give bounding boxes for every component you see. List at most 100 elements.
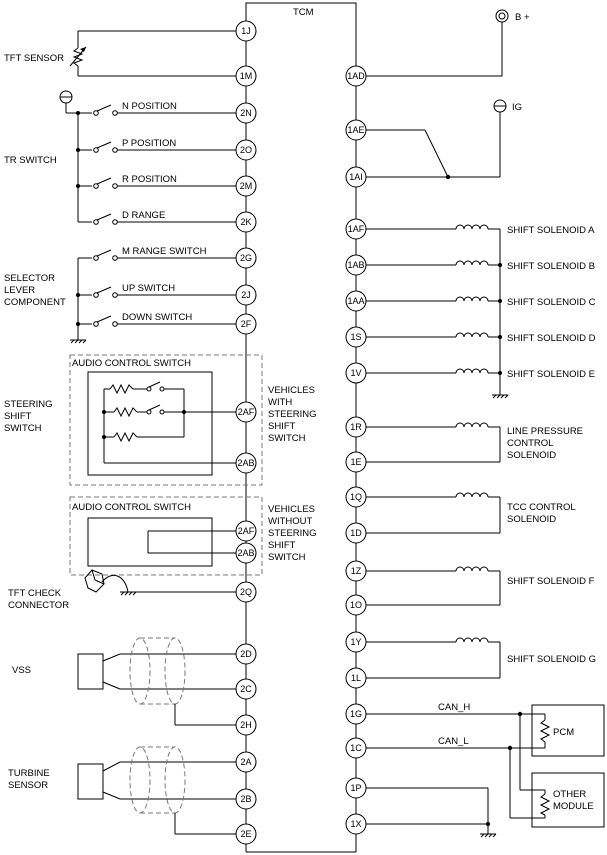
left-pin-11-label: 2AF bbox=[238, 526, 255, 536]
left-pin-5: 2K bbox=[235, 211, 257, 233]
left-pin-15-label: 2C bbox=[240, 684, 252, 694]
selector-lever-label-3: COMPONENT bbox=[4, 297, 66, 308]
other-module-label-2: MODULE bbox=[553, 801, 594, 812]
shift-solenoid-g-label-1: SHIFT SOLENOID G bbox=[507, 654, 596, 665]
line-pressure-solenoid-label-3: SOLENOID bbox=[507, 450, 556, 461]
right-pin-16: 1G bbox=[345, 703, 367, 725]
solenoid-wiring: SHIFT SOLENOID A SHIFT SOLENOID B SHIFT SO… bbox=[366, 224, 596, 679]
shift-solenoid-a: SHIFT SOLENOID A bbox=[366, 224, 595, 236]
right-pin-4-label: 1AB bbox=[347, 260, 364, 270]
left-pin-8: 2F bbox=[235, 313, 257, 335]
left-pin-4-label: 2M bbox=[240, 181, 253, 191]
shift-solenoid-f: SHIFT SOLENOID F bbox=[366, 566, 595, 606]
steering-shift-label-2: SHIFT bbox=[4, 411, 32, 422]
shift-solenoid-d: SHIFT SOLENOID D bbox=[366, 332, 596, 344]
selector-lever-label-1: SELECTOR bbox=[4, 273, 55, 284]
right-pin-8: 1R bbox=[345, 416, 367, 438]
shift-solenoid-f-label-1: SHIFT SOLENOID F bbox=[507, 576, 595, 587]
tcm-title: TCM bbox=[293, 7, 314, 18]
other-module-label-1: OTHER bbox=[553, 789, 586, 800]
switch-label-up-switch: UP SWITCH bbox=[122, 283, 175, 294]
left-pin-18-label: 2B bbox=[240, 794, 251, 804]
right-pin-0-label: 1AD bbox=[347, 71, 365, 81]
left-pin-10: 2AB bbox=[235, 452, 257, 474]
right-pin-18: 1P bbox=[345, 777, 367, 799]
shift-solenoid-a-label: SHIFT SOLENOID A bbox=[507, 225, 595, 236]
tcc-control-solenoid-label-1: TCC CONTROL bbox=[507, 502, 576, 513]
left-pin-9: 2AF bbox=[235, 401, 257, 423]
left-pin-6-label: 2G bbox=[240, 253, 252, 263]
tr-switch: TR SWITCH bbox=[4, 90, 92, 222]
left-pin-11: 2AF bbox=[235, 520, 257, 542]
vehicles-without-label-4: SHIFT bbox=[268, 540, 296, 551]
vehicles-without-label-5: SWITCH bbox=[268, 552, 306, 563]
left-pin-4: 2M bbox=[235, 175, 257, 197]
pcm-label: PCM bbox=[553, 727, 574, 738]
shift-solenoid-c-label: SHIFT SOLENOID C bbox=[507, 297, 596, 308]
left-pin-15: 2C bbox=[235, 678, 257, 700]
vehicles-with-label-1: VEHICLES bbox=[268, 385, 315, 396]
right-pin-13-label: 1O bbox=[350, 600, 362, 610]
right-pin-1: 1AE bbox=[345, 119, 367, 141]
left-pin-14: 2D bbox=[235, 643, 257, 665]
left-pin-19: 2E bbox=[235, 823, 257, 845]
turbine-label-1: TURBINE bbox=[8, 768, 50, 779]
switch-label-n-position: N POSITION bbox=[122, 101, 177, 112]
left-pin-8-label: 2F bbox=[241, 319, 252, 329]
switch-up-switch: UP SWITCH bbox=[78, 283, 175, 298]
right-pin-0: 1AD bbox=[345, 65, 367, 87]
right-pin-18-label: 1P bbox=[350, 783, 361, 793]
vehicles-with-label-5: SWITCH bbox=[268, 433, 306, 444]
left-pin-6: 2G bbox=[235, 247, 257, 269]
switch-label-down-switch: DOWN SWITCH bbox=[122, 312, 192, 323]
switch-label-d-range: D RANGE bbox=[122, 210, 165, 221]
left-pin-7-label: 2J bbox=[241, 290, 251, 300]
left-pin-13: 2Q bbox=[235, 581, 257, 603]
steering-shift-switch: AUDIO CONTROL SWITCH STEERING SHIFT SWIT… bbox=[4, 354, 317, 486]
tcc-control-solenoid-label-2: SOLENOID bbox=[507, 514, 556, 525]
left-pin-3: 2O bbox=[235, 139, 257, 161]
audio-control-label-2: AUDIO CONTROL SWITCH bbox=[72, 502, 191, 513]
right-pin-3: 1AF bbox=[345, 218, 367, 240]
shift-solenoid-e: SHIFT SOLENOID E bbox=[366, 368, 595, 380]
left-pin-14-label: 2D bbox=[240, 649, 252, 659]
right-pin-7: 1V bbox=[345, 362, 367, 384]
left-pin-12: 2AB bbox=[235, 542, 257, 564]
battery-feed: B + bbox=[366, 9, 530, 77]
right-pin-19: 1X bbox=[345, 813, 367, 835]
audio-control-label-1: AUDIO CONTROL SWITCH bbox=[72, 358, 191, 369]
switch-label-r-position: R POSITION bbox=[122, 174, 177, 185]
right-pin-9-label: 1E bbox=[350, 457, 361, 467]
right-pin-7-label: 1V bbox=[350, 368, 361, 378]
right-pin-9: 1E bbox=[345, 451, 367, 473]
right-pin-10-label: 1Q bbox=[350, 492, 362, 502]
left-pin-12-label: 2AB bbox=[237, 548, 254, 558]
right-pin-11-label: 1D bbox=[350, 528, 362, 538]
left-pin-16: 2H bbox=[235, 714, 257, 736]
left-pin-17: 2A bbox=[235, 751, 257, 773]
vehicles-without-label-3: STEERING bbox=[268, 528, 317, 539]
shift-solenoid-b: SHIFT SOLENOID B bbox=[366, 260, 595, 272]
no-steering-shift-switch: AUDIO CONTROL SWITCH VEHICLES WITHOUT ST… bbox=[69, 496, 317, 576]
right-pin-5-label: 1AA bbox=[347, 296, 364, 306]
vehicles-without-label-1: VEHICLES bbox=[268, 504, 315, 515]
right-pin-14-label: 1Y bbox=[350, 637, 361, 647]
right-pin-2: 1AI bbox=[345, 166, 367, 188]
left-pin-17-label: 2A bbox=[240, 757, 251, 767]
tcm-ground bbox=[366, 787, 497, 838]
right-pin-14: 1Y bbox=[345, 631, 367, 653]
right-pin-10: 1Q bbox=[345, 486, 367, 508]
left-pin-1-label: 1M bbox=[240, 71, 253, 81]
switch-d-range: D RANGE bbox=[78, 210, 172, 225]
right-pin-15: 1L bbox=[345, 667, 367, 689]
right-pin-15-label: 1L bbox=[351, 673, 361, 683]
switch-down-switch: DOWN SWITCH bbox=[78, 312, 192, 327]
right-pin-16-label: 1G bbox=[350, 709, 362, 719]
turbine-sensor: TURBINE SENSOR bbox=[8, 746, 236, 835]
tft-check-label-2: CONNECTOR bbox=[8, 600, 69, 611]
left-pin-0-label: 1J bbox=[241, 26, 251, 36]
left-pin-2-label: 2N bbox=[240, 108, 252, 118]
left-pin-19-label: 2E bbox=[240, 829, 251, 839]
